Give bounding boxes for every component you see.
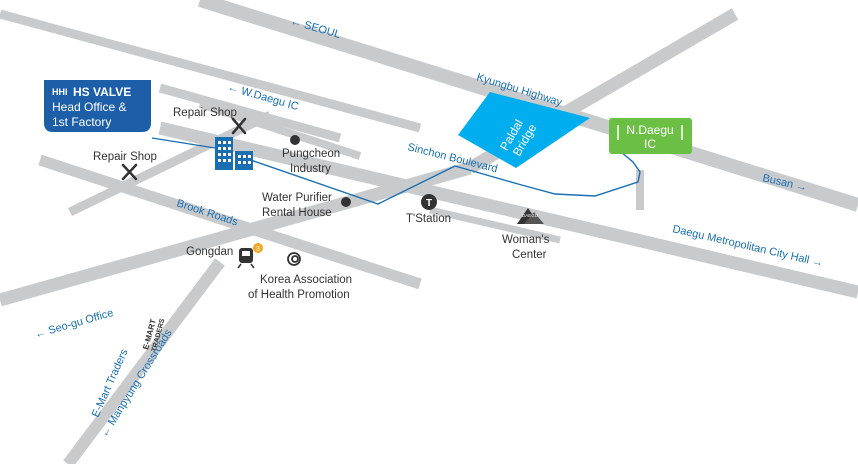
label-gongdan: Gongdan <box>186 246 233 258</box>
label-kahp-line1: Korea Association <box>260 274 352 286</box>
gongdan-line-number: 3 <box>256 246 260 253</box>
train-icon: 3 <box>237 243 263 269</box>
road-seogu-office <box>0 161 472 307</box>
label-seogu-office: ← Seo-gu Office <box>34 307 115 341</box>
road-sinchon-boulevard <box>158 121 858 299</box>
label-water-purifier-line2: Rental House <box>262 207 332 219</box>
wrench-screwdriver-icon-left <box>121 163 138 181</box>
n-daegu-ic-badge: N.Daegu IC <box>609 118 692 154</box>
mountain-logo-icon: DAEGU <box>517 208 544 224</box>
office-connector-line <box>151 137 216 149</box>
company-brand: HS VALVE <box>73 85 131 99</box>
company-line1: Head Office & <box>52 100 126 114</box>
ic-label-line1: N.Daegu <box>626 123 673 137</box>
road-upper-side <box>198 100 362 160</box>
road-left-diagonal <box>68 110 272 217</box>
svg-text:T: T <box>426 198 432 209</box>
company-line2: 1st Factory <box>52 115 111 129</box>
label-water-purifier-line1: Water Purifier <box>262 192 332 204</box>
wrench-screwdriver-icon <box>231 117 247 135</box>
paldal-bridge <box>458 92 590 168</box>
spiral-icon <box>287 252 301 266</box>
label-kahp-line2: of Health Promotion <box>248 289 350 301</box>
label-pungcheon-line2: Industry <box>290 163 331 175</box>
pungcheon-dot-marker-icon <box>290 135 300 145</box>
company-logo-mark: HHI <box>52 87 68 97</box>
label-repair-shop-top: Repair Shop <box>173 107 237 119</box>
water-purifier-dot-marker-icon <box>341 197 351 207</box>
label-t-station: T'Station <box>406 213 451 225</box>
company-box: HHI HS VALVE Head Office & 1st Factory <box>44 80 151 132</box>
label-brook-roads: Brook Roads <box>175 197 240 228</box>
building-icon <box>215 137 253 170</box>
label-repair-shop-left: Repair Shop <box>93 151 157 163</box>
womans-center-logo-text: DAEGU <box>522 213 538 218</box>
ic-label-line2: IC <box>644 137 656 151</box>
subway-icon: T <box>421 194 437 210</box>
label-womans-center-line2: Center <box>512 249 547 261</box>
road-brook-roads <box>38 154 422 290</box>
road-seoul-top <box>0 9 422 133</box>
road-w-daegu-ic <box>158 83 342 143</box>
route-line <box>241 151 641 205</box>
road-lower-right <box>429 206 561 244</box>
label-womans-center-line1: Woman's <box>502 234 550 246</box>
label-pungcheon-line1: Pungcheon <box>282 148 340 160</box>
road-manpyung <box>63 258 225 464</box>
